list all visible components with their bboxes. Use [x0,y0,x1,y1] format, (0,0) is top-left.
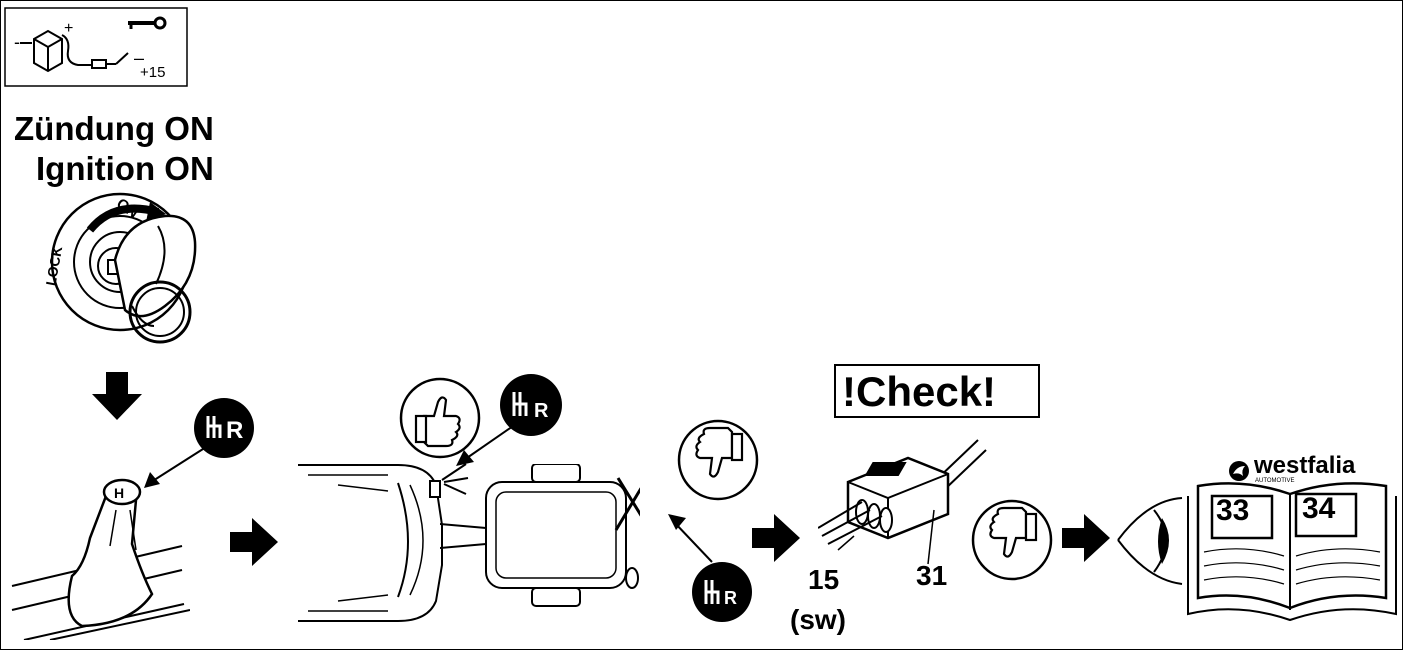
check-box [834,364,1040,418]
battery-switch-icon [4,7,188,87]
pointer-line [668,514,713,563]
westfalia-logo-icon [1229,461,1249,481]
manual-book-icon [1187,482,1397,622]
reverse-gear-letter: R [226,417,244,444]
connector-icon [818,439,987,565]
gear-knob-icon: H [11,478,190,640]
eye-icon [1117,497,1183,585]
manual-page-left: 33 [1216,494,1250,527]
switch-minus-sign: – [134,48,145,68]
trailer-top-view-icon [440,464,640,607]
reverse-gear-letter: R [534,400,549,422]
arrow-right-icon [752,514,800,562]
reverse-gear-letter: R [724,588,737,608]
check-label: !Check! [842,368,997,415]
terminal-label: +15 [140,64,166,81]
brand-name: westfalia [1254,452,1356,479]
arrow-right-icon [230,518,278,566]
battery-plus-sign: + [64,20,74,37]
thumbs-down-icon [971,499,1053,581]
arrow-right-icon [1062,514,1110,562]
svg-text:H: H [114,485,124,501]
pointer-line [456,423,517,466]
arrow-down-icon [92,372,142,420]
reverse-gear-icon [692,562,752,622]
reverse-gear-icon [194,398,254,458]
battery-minus-sign: - [14,32,20,52]
pin-15-color: (sw) [790,604,846,635]
title-german: Zündung ON [14,110,214,147]
light-rays [441,463,469,495]
pin-31-label: 31 [916,560,948,591]
pointer-line [144,441,215,488]
car-top-view-icon [298,464,443,622]
thumbs-down-icon [677,419,759,501]
pin-15-label: 15 [808,564,840,595]
reverse-gear-icon [500,374,562,436]
title-english: Ignition ON [36,150,214,187]
thumbs-up-icon [399,377,481,459]
ignition-key-icon [50,192,197,344]
manual-page-right: 34 [1302,492,1336,525]
brand-subtitle: AUTOMOTIVE [1255,478,1295,484]
